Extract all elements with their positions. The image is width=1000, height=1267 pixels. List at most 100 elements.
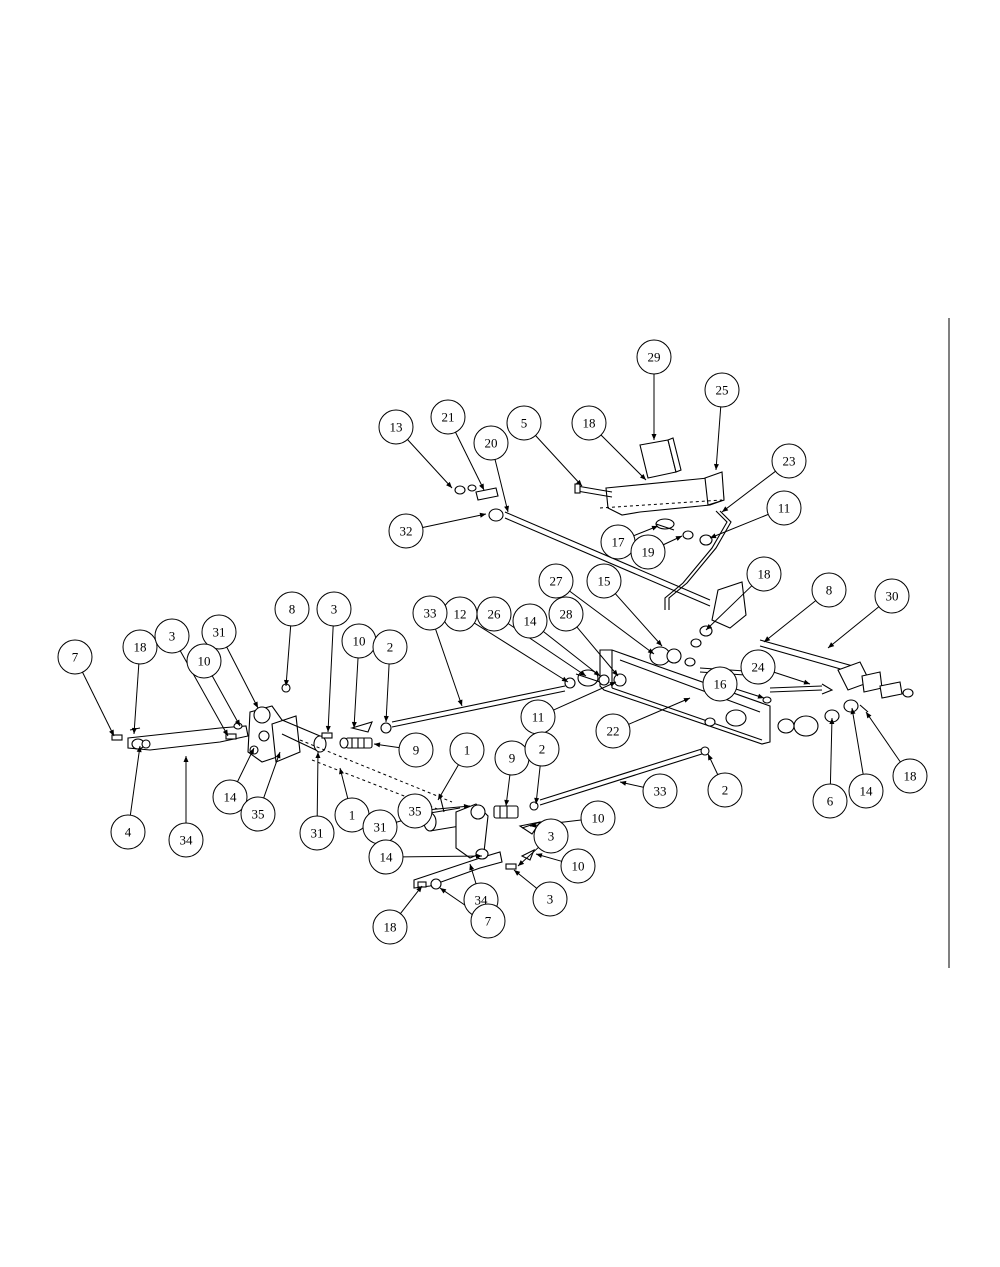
callout-circle xyxy=(368,839,404,875)
callout-number: 3 xyxy=(169,629,176,644)
leader-arrowhead xyxy=(383,715,389,722)
callout-circle xyxy=(524,731,560,767)
callout-circle xyxy=(110,814,146,850)
callout-number: 15 xyxy=(598,574,611,589)
leader-line xyxy=(422,513,487,528)
leader-arrowhead xyxy=(647,648,654,654)
callout-circle xyxy=(506,405,542,441)
callout-circle xyxy=(571,405,607,441)
callout-number: 13 xyxy=(390,420,403,435)
leader-arrowhead xyxy=(416,886,422,893)
leader-line xyxy=(237,747,255,782)
leader-arrowhead xyxy=(534,797,540,804)
callout-number: 8 xyxy=(826,583,833,598)
callout-circle xyxy=(240,796,276,832)
callout-circle xyxy=(122,629,158,665)
callout-circle xyxy=(299,815,335,851)
leader-arrowhead xyxy=(593,670,600,676)
callout-bubble: 9 xyxy=(494,740,530,776)
callout-bubble: 7 xyxy=(57,639,93,675)
left-linkage xyxy=(111,683,453,811)
leader-line xyxy=(600,434,647,481)
callout-bubble: 26 xyxy=(476,596,512,632)
callout-circle xyxy=(702,666,738,702)
callout-bubble: 3 xyxy=(532,881,568,917)
callout-number: 19 xyxy=(642,545,655,560)
callout-number: 10 xyxy=(198,654,211,669)
leader-line xyxy=(327,625,334,733)
leader-arrowhead xyxy=(651,434,657,440)
callout-number: 12 xyxy=(454,607,467,622)
leader-line xyxy=(133,663,140,735)
leader-arrowhead xyxy=(131,727,137,734)
callout-number: 8 xyxy=(289,602,296,617)
callout-bubble: 2 xyxy=(372,629,408,665)
leader-line xyxy=(385,663,390,723)
leader-line xyxy=(535,765,541,805)
callout-bubble: 1 xyxy=(334,797,370,833)
leader-arrowhead xyxy=(530,822,537,828)
callout-number: 2 xyxy=(387,640,394,655)
leader-arrowhead xyxy=(222,729,228,736)
callout-bubble: 22 xyxy=(595,713,631,749)
leader-line xyxy=(865,711,901,763)
leader-arrowhead xyxy=(713,463,719,470)
callout-circle xyxy=(595,713,631,749)
leader-arrowhead xyxy=(757,693,764,699)
leader-arrowhead xyxy=(253,701,258,708)
callout-circle xyxy=(470,903,506,939)
callout-bubble: 12 xyxy=(442,596,478,632)
callout-bubble: 15 xyxy=(586,563,622,599)
callout-circle xyxy=(168,822,204,858)
pedal-assembly xyxy=(454,437,747,648)
callout-number: 31 xyxy=(311,826,324,841)
callout-bubble: 11 xyxy=(766,490,802,526)
leader-arrowhead xyxy=(620,780,627,786)
leader-arrowhead xyxy=(722,506,729,512)
callout-circle xyxy=(812,783,848,819)
leader-arrowhead xyxy=(803,679,810,685)
callout-number: 22 xyxy=(607,724,620,739)
leader-arrowhead xyxy=(479,483,484,490)
callout-circle xyxy=(372,909,408,945)
callout-circle xyxy=(771,443,807,479)
callout-circle xyxy=(473,425,509,461)
callout-bubble: 3 xyxy=(154,618,190,654)
callout-circle xyxy=(746,556,782,592)
callout-bubble: 31 xyxy=(362,809,398,845)
leader-arrowhead xyxy=(514,870,521,876)
leader-line xyxy=(709,513,769,539)
callout-number: 33 xyxy=(424,606,437,621)
callout-number: 17 xyxy=(612,535,626,550)
leader-line xyxy=(407,439,453,489)
callout-circle xyxy=(642,773,678,809)
leader-arrowhead xyxy=(866,712,872,719)
callout-bubble: 13 xyxy=(378,409,414,445)
callout-number: 23 xyxy=(783,454,796,469)
leader-line xyxy=(455,432,485,491)
callout-circle xyxy=(636,339,672,375)
leader-arrowhead xyxy=(440,888,447,894)
callout-bubble: 30 xyxy=(874,578,910,614)
leader-arrowhead xyxy=(518,860,525,866)
callout-circle xyxy=(430,399,466,435)
callout-number: 31 xyxy=(213,625,226,640)
callout-circle xyxy=(538,563,574,599)
callout-bubble: 10 xyxy=(186,643,222,679)
callout-number: 20 xyxy=(485,436,498,451)
callout-circle xyxy=(811,572,847,608)
callout-number: 26 xyxy=(488,607,502,622)
callout-bubble: 2 xyxy=(524,731,560,767)
callout-bubble: 23 xyxy=(771,443,807,479)
callout-bubble: 25 xyxy=(704,372,740,408)
callout-number: 28 xyxy=(560,607,573,622)
callout-number: 27 xyxy=(550,574,564,589)
callout-circle xyxy=(560,848,596,884)
leader-line xyxy=(763,600,817,643)
leader-line xyxy=(774,671,811,685)
leader-line xyxy=(437,764,459,801)
callout-bubble: 2 xyxy=(707,772,743,808)
callout-bubble: 27 xyxy=(538,563,574,599)
leader-arrowhead xyxy=(504,505,509,512)
